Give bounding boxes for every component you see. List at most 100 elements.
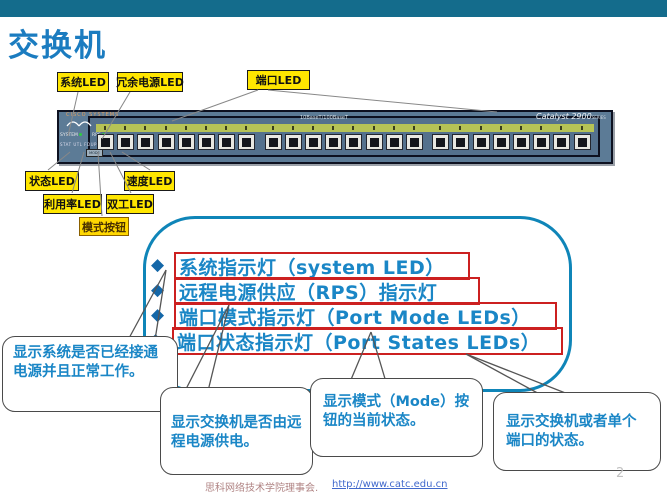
bullet-diamond-icon: ◆ <box>151 280 165 300</box>
rj45-port-slot <box>268 138 278 147</box>
rj45-port-slot <box>349 138 359 147</box>
port-number-mark <box>439 126 442 130</box>
rj45-port <box>513 134 530 150</box>
footer-link[interactable]: http://www.catc.edu.cn <box>332 479 448 490</box>
port-number-mark <box>540 126 543 130</box>
rj45-port-slot <box>410 138 419 147</box>
bubble-system-led-desc: 显示系统是否已经接通电源并且正常工作。 <box>2 336 178 412</box>
bullet-rps: 远程电源供应（RPS）指示灯 <box>174 277 480 305</box>
bullet-port-mode-leds: 端口模式指示灯（Port Mode LEDs） <box>174 302 557 330</box>
bullet-diamond-icon: ◆ <box>151 255 165 275</box>
bullet-diamond-icon: ◆ <box>151 305 165 325</box>
port-number-mark <box>124 126 127 130</box>
port-number-mark <box>184 126 187 130</box>
top-accent-bar <box>0 0 667 17</box>
rj45-port <box>198 134 215 150</box>
label-duplex-led: 双工LED <box>106 194 154 214</box>
port-number-mark <box>560 126 563 130</box>
rj45-port-slot <box>456 138 466 147</box>
mode-button: MODE <box>86 149 103 157</box>
rj45-port-slot <box>557 138 567 147</box>
rj45-port-slot <box>389 138 399 147</box>
rj45-port <box>432 134 450 150</box>
rj45-port-slot <box>181 138 191 147</box>
rj45-port-slot <box>101 138 110 147</box>
port-number-mark <box>291 126 294 130</box>
bubble-port-status-desc: 显示交换机或者单个端口的状态。 <box>493 392 661 471</box>
rj45-port <box>533 134 551 150</box>
port-number-mark <box>225 126 228 130</box>
rj45-port <box>284 134 302 150</box>
label-speed-led: 速度LED <box>124 171 175 191</box>
rj45-port-slot <box>222 138 232 147</box>
port-number-mark <box>352 126 355 130</box>
rj45-port <box>305 134 322 150</box>
port-number-mark <box>104 126 106 130</box>
switch-series-label: SERIES <box>591 115 606 120</box>
port-number-mark <box>413 126 415 130</box>
label-utilization-led: 利用率LED <box>43 194 102 214</box>
rj45-port-slot <box>242 138 252 147</box>
bubble-rps-desc: 显示交换机是否由远程电源供电。 <box>160 387 313 475</box>
port-number-mark <box>312 126 314 130</box>
rj45-port-slot <box>436 138 446 147</box>
port-number-mark <box>332 126 335 130</box>
rj45-port <box>553 134 571 150</box>
rj45-port <box>385 134 403 150</box>
rj45-port <box>573 134 591 150</box>
port-number-mark <box>144 126 147 130</box>
rj45-port <box>406 134 423 150</box>
rj45-port-slot <box>517 138 526 147</box>
rj45-port <box>452 134 470 150</box>
port-number-mark <box>372 126 375 130</box>
footer-organization: 思科网络技术学院理事会. <box>205 483 319 494</box>
led-status-row-label: STAT UTL FDUP SPD <box>60 142 109 147</box>
label-status-led: 状态LED <box>25 171 79 191</box>
rj45-port <box>97 134 114 150</box>
port-number-mark <box>499 126 502 130</box>
cisco-bridge-logo-icon <box>66 121 92 127</box>
port-number-mark <box>245 126 248 130</box>
port-led-strip <box>96 124 594 132</box>
rj45-port <box>492 134 510 150</box>
system-led-indicator <box>78 133 82 136</box>
label-redundant-power-led: 冗余电源LED <box>116 72 184 92</box>
rj45-port-slot <box>288 138 298 147</box>
bubble-mode-desc: 显示模式（Mode）按钮的当前状态。 <box>310 378 483 457</box>
cisco-brand-label: CISCO SYSTEMS <box>66 112 120 118</box>
system-led-label: SYSTEM <box>60 133 88 138</box>
rj45-port <box>264 134 282 150</box>
port-number-mark <box>164 126 167 130</box>
bullet-system-led: 系统指示灯（system LED） <box>174 252 470 280</box>
rj45-port-slot <box>161 138 171 147</box>
rj45-port-slot <box>121 138 131 147</box>
panel-speed-label: 10BaseT/100BaseT <box>300 115 349 121</box>
port-number-mark <box>271 126 274 130</box>
rj45-port-slot <box>202 138 211 147</box>
port-number-mark <box>205 126 207 130</box>
rj45-port <box>345 134 363 150</box>
label-system-led: 系统LED <box>57 72 109 92</box>
rj45-port-slot <box>577 138 587 147</box>
page-title: 交换机 <box>8 28 107 64</box>
label-port-led: 端口LED <box>247 70 310 90</box>
rj45-port <box>472 134 490 150</box>
rj45-port-slot <box>537 138 547 147</box>
rj45-port <box>365 134 383 150</box>
rj45-port-slot <box>369 138 379 147</box>
rj45-port <box>177 134 195 150</box>
rj45-port-slot <box>309 138 318 147</box>
rj45-port-slot <box>141 138 151 147</box>
rj45-port <box>117 134 135 150</box>
rj45-port-slot <box>329 138 339 147</box>
port-number-mark <box>459 126 462 130</box>
rj45-port <box>218 134 236 150</box>
page-number: 2 <box>616 466 625 481</box>
bullet-port-states-leds: 端口状态指示灯（Port States LEDs） <box>172 327 563 355</box>
rj45-port <box>137 134 155 150</box>
port-number-mark <box>392 126 395 130</box>
rj45-port-slot <box>476 138 486 147</box>
port-number-mark <box>520 126 522 130</box>
label-mode-button: 模式按钮 <box>79 217 129 236</box>
